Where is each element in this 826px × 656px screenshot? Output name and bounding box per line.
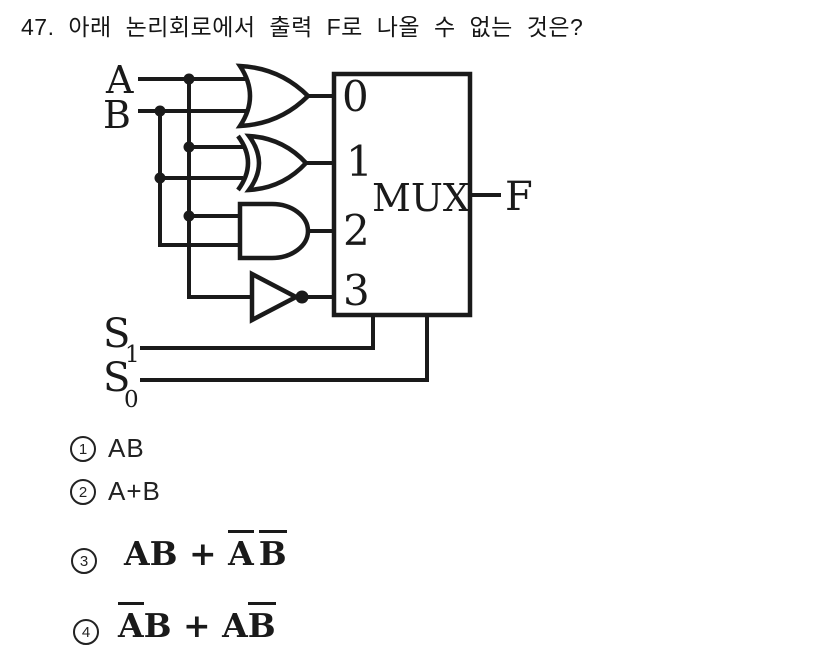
choice-label: AB <box>108 433 145 463</box>
wire-select-s1 <box>140 313 375 350</box>
formula-term: B + A <box>143 606 248 645</box>
overline-term: B <box>247 602 276 644</box>
not-gate-bubble <box>295 290 309 304</box>
junction-dot <box>154 172 166 184</box>
choice-number-badge: 4 <box>73 619 99 645</box>
overline-term: B <box>258 530 287 572</box>
choice-number: 3 <box>79 552 89 570</box>
mux-input-label-1: 1 <box>346 137 373 186</box>
choice-number: 2 <box>78 483 88 501</box>
xor-gate <box>244 133 310 193</box>
xor-gate-extra-curve <box>236 134 251 192</box>
wire-b-branch-vertical <box>158 111 242 247</box>
choice-number-badge: 2 <box>70 479 96 505</box>
junction-dot <box>154 105 166 117</box>
mux-input-label-0: 0 <box>342 72 369 121</box>
select-s1-subscript: 1 <box>125 342 140 368</box>
junction-dot <box>183 141 195 153</box>
choice-row-1[interactable]: 1 AB <box>70 434 290 464</box>
select-s0-label: S <box>103 355 130 401</box>
not-gate <box>249 270 301 324</box>
junction-dot <box>183 73 195 85</box>
mux-input-label-3: 3 <box>343 266 370 315</box>
input-b-label: B <box>103 93 131 137</box>
and-gate <box>237 201 311 261</box>
choice-number-badge: 3 <box>71 548 97 574</box>
logic-circuit-diagram: A B 0 1 2 3 MUX F S 1 S 0 <box>103 58 533 413</box>
overline-term: A <box>228 530 254 572</box>
choice-number: 1 <box>78 440 88 458</box>
choice-row-2[interactable]: 2 A+B <box>70 477 290 507</box>
mux-label: MUX <box>372 176 470 220</box>
output-f-label: F <box>505 174 533 220</box>
overline-term: A <box>118 602 144 644</box>
or-gate <box>235 63 312 129</box>
mux-box <box>331 71 473 318</box>
choice-row-4[interactable]: 4 AB + AB <box>73 602 333 650</box>
select-s0-subscript: 0 <box>124 387 139 413</box>
mux-input-label-2: 2 <box>343 206 370 255</box>
select-s1-label: S <box>103 311 130 357</box>
junction-dot <box>183 210 195 222</box>
wire-select-s0 <box>140 313 429 382</box>
formula-term: AB + <box>124 534 229 573</box>
choice-number-badge: 1 <box>70 436 96 462</box>
input-a-label: A <box>105 58 134 102</box>
choice-number: 4 <box>81 623 91 641</box>
choice-label: A+B <box>108 476 161 506</box>
page-title: 47. 아래 논리회로에서 출력 F로 나올 수 없는 것은? <box>21 14 584 40</box>
choice-formula: AB + AB <box>118 602 276 644</box>
